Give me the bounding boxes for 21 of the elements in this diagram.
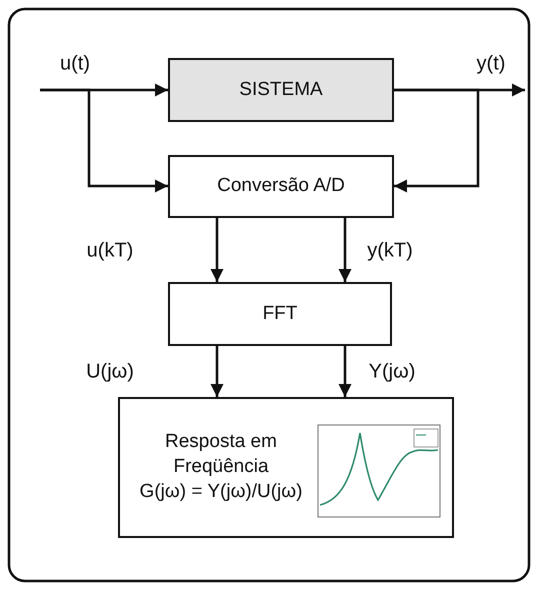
edge-label: y(t) (476, 52, 506, 76)
arrow (40, 88, 168, 192)
edge-label: u(t) (60, 52, 90, 76)
edge-label: y(kT) (367, 240, 413, 262)
formula-text: G(jω) = Y(jω)/U(jω) (140, 480, 302, 504)
process-box (168, 155, 394, 218)
box-title: SISTEMA (239, 78, 323, 102)
arrow (394, 88, 480, 192)
edge-label: u(kT) (86, 240, 134, 262)
arrow (210, 218, 224, 282)
result-box (118, 397, 454, 538)
box-title: FFT (262, 302, 298, 326)
arrow (338, 218, 352, 282)
edge-label: Y(jω) (368, 360, 416, 384)
edge-label: U(jω) (86, 360, 134, 384)
arrow (210, 346, 224, 397)
process-box (168, 58, 394, 122)
process-box (168, 282, 392, 346)
box-title: Resposta em Freqüência (164, 430, 278, 480)
arrow (338, 346, 352, 397)
box-title: Conversão A/D (217, 174, 345, 198)
